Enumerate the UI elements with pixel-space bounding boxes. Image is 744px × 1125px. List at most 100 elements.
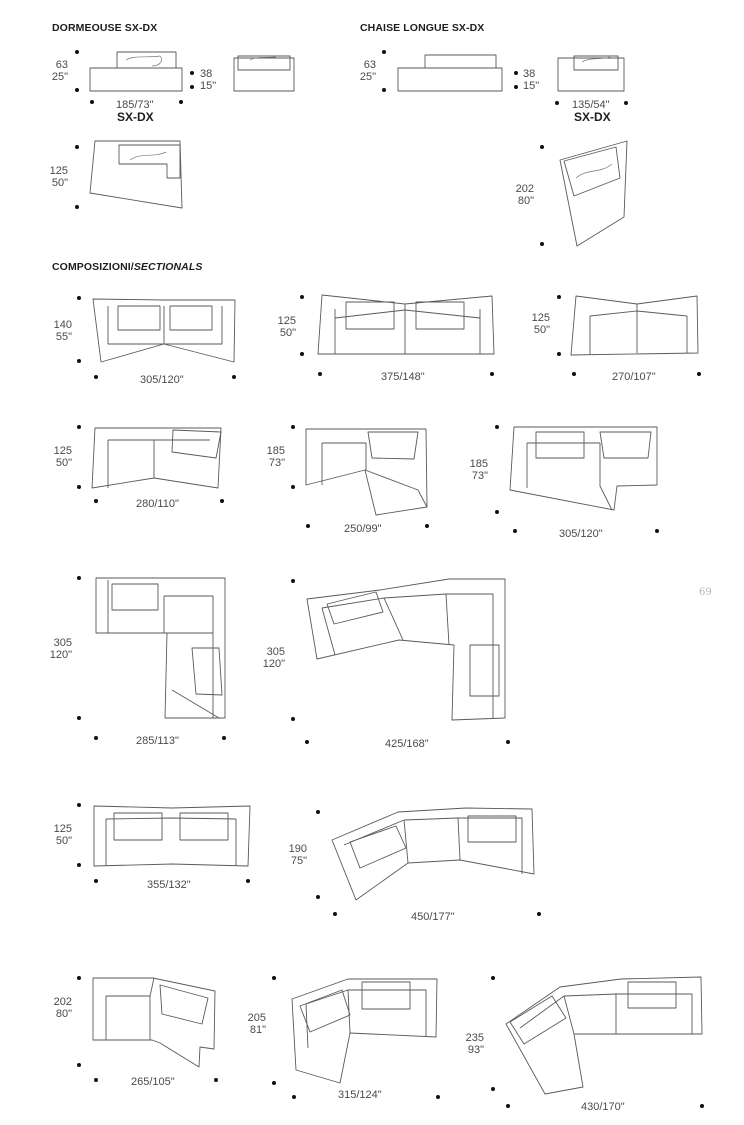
dimension-dot <box>491 1087 495 1091</box>
dimension-dot <box>75 145 79 149</box>
dimension-dot <box>436 1095 440 1099</box>
dimension-dot <box>94 499 98 503</box>
dimension-dot <box>624 101 628 105</box>
sectional-12-width: 315/124" <box>338 1089 382 1101</box>
dimension-dot <box>94 736 98 740</box>
dimension-dot <box>246 879 250 883</box>
dimension-dot <box>220 499 224 503</box>
dimension-dot <box>77 803 81 807</box>
dimension-dot <box>382 88 386 92</box>
chaise-label: SX-DX <box>574 110 611 124</box>
sectional-4-width: 280/110" <box>136 498 179 510</box>
sectional-9-width: 355/132" <box>147 879 191 891</box>
sectional-10-drawing <box>331 807 535 901</box>
dormeuse-heading: DORMEOUSE SX-DX <box>52 22 158 34</box>
dormeuse-plan-view <box>89 140 183 209</box>
chaise-heading: CHAISE LONGUE SX-DX <box>360 22 485 34</box>
dormeuse-side-view <box>233 55 295 92</box>
dimension-dot <box>318 372 322 376</box>
dimension-dot <box>514 71 518 75</box>
sectional-3-width: 270/107" <box>612 371 656 383</box>
sectional-7-width: 285/113" <box>136 735 179 747</box>
chaise-width: 135/54" <box>572 99 610 111</box>
dimension-dot <box>232 375 236 379</box>
chaise-front-view <box>397 54 503 92</box>
dimension-dot <box>300 352 304 356</box>
dimension-dot <box>291 579 295 583</box>
dimension-dot <box>490 372 494 376</box>
dimension-dot <box>557 352 561 356</box>
dimension-dot <box>272 1081 276 1085</box>
dimension-dot <box>572 372 576 376</box>
sectional-3-drawing <box>570 295 699 356</box>
dimension-dot <box>316 810 320 814</box>
dimension-dot <box>272 976 276 980</box>
dimension-dot <box>506 740 510 744</box>
sectional-2-drawing <box>317 294 495 355</box>
dimension-dot <box>179 100 183 104</box>
dimension-dot <box>94 1078 98 1082</box>
dimension-dot <box>537 912 541 916</box>
dimension-dot <box>75 50 79 54</box>
dimension-dot <box>190 71 194 75</box>
dimension-dot <box>214 1078 218 1082</box>
dimension-dot <box>506 1104 510 1108</box>
dormeuse-width: 185/73" <box>116 99 154 111</box>
sectional-12-drawing <box>291 978 438 1084</box>
sectionals-heading: COMPOSIZIONI/SECTIONALS <box>52 261 202 273</box>
dimension-dot <box>292 1095 296 1099</box>
dormeuse-label: SX-DX <box>117 110 154 124</box>
dimension-dot <box>291 717 295 721</box>
dimension-dot <box>333 912 337 916</box>
dimension-dot <box>316 895 320 899</box>
sectional-13-drawing <box>505 976 703 1095</box>
sectional-11-drawing <box>92 977 216 1068</box>
dimension-dot <box>94 375 98 379</box>
dimension-dot <box>540 145 544 149</box>
dormeuse-front-view <box>89 51 183 92</box>
dimension-dot <box>75 88 79 92</box>
sectional-1-width: 305/120" <box>140 374 184 386</box>
dimension-dot <box>514 85 518 89</box>
dimension-dot <box>222 736 226 740</box>
dimension-dot <box>77 716 81 720</box>
dimension-dot <box>77 976 81 980</box>
dimension-dot <box>90 100 94 104</box>
dimension-dot <box>77 576 81 580</box>
dimension-dot <box>382 50 386 54</box>
dimension-dot <box>555 101 559 105</box>
dimension-dot <box>513 529 517 533</box>
sectional-5-width: 250/99" <box>344 523 382 535</box>
dimension-dot <box>190 85 194 89</box>
dimension-dot <box>77 863 81 867</box>
dimension-dot <box>77 1063 81 1067</box>
sectional-2-width: 375/148" <box>381 371 425 383</box>
dimension-dot <box>306 524 310 528</box>
dimension-dot <box>77 425 81 429</box>
dimension-dot <box>540 242 544 246</box>
chaise-plan-view <box>559 140 628 247</box>
sectional-1-drawing <box>92 298 236 363</box>
sectional-13-width: 430/170" <box>581 1101 625 1113</box>
dimension-dot <box>94 879 98 883</box>
sectionals-heading-italic: SECTIONALS <box>133 261 203 273</box>
sectional-9-drawing <box>93 805 251 867</box>
sectionals-heading-main: COMPOSIZIONI/ <box>52 261 134 273</box>
dimension-dot <box>700 1104 704 1108</box>
sectional-6-drawing <box>509 426 658 511</box>
sectional-7-drawing <box>95 577 226 719</box>
